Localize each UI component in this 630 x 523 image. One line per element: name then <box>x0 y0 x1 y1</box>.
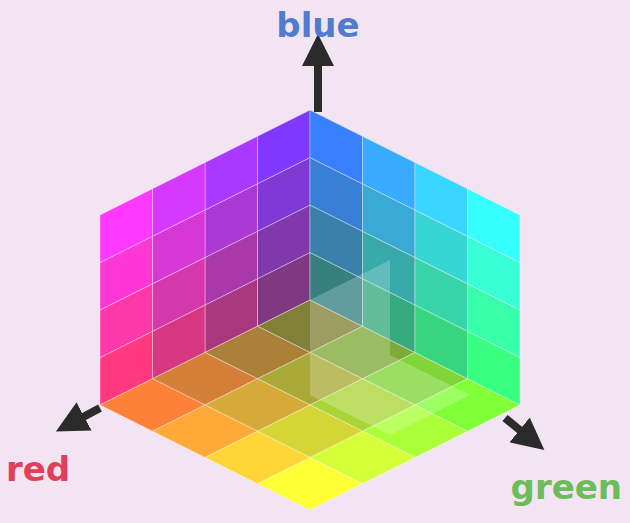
axis-label: blue <box>276 8 359 42</box>
cube-cell <box>205 136 258 210</box>
cube-cell <box>258 458 363 511</box>
cube-cell <box>415 163 468 237</box>
cube-cell <box>153 163 206 237</box>
cube-cell <box>468 189 521 263</box>
green-axis <box>505 418 532 440</box>
axis-label: red <box>6 452 70 486</box>
cube-cell <box>310 110 363 184</box>
cube-cell <box>100 189 153 263</box>
cube-cell <box>363 136 416 210</box>
red-axis <box>70 408 100 424</box>
translucent-block <box>310 260 470 435</box>
cube-cell <box>258 110 311 184</box>
axis-label: green <box>511 470 622 504</box>
blue-axis <box>314 50 322 112</box>
